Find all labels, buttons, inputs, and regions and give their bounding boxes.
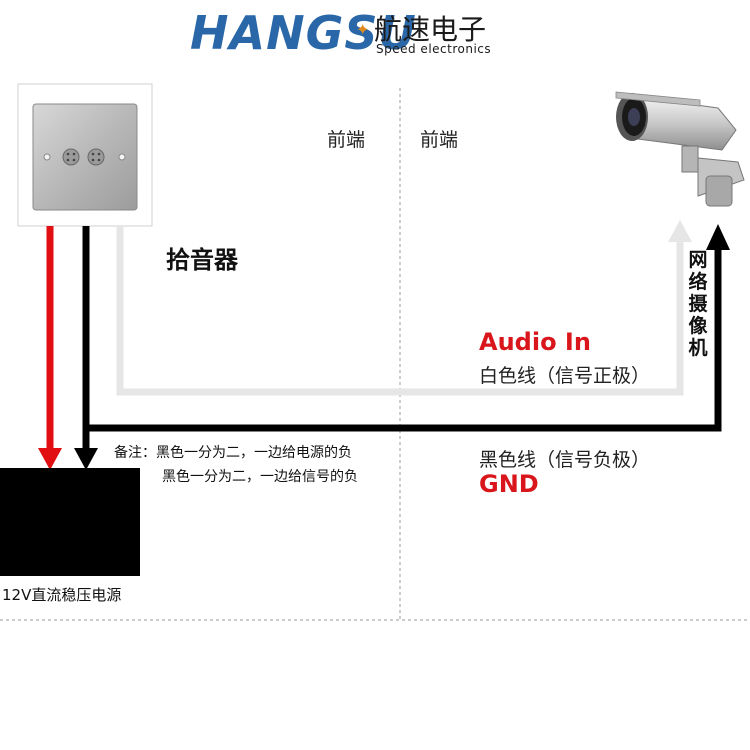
note-line-2: 黑色一分为二，一边给信号的负 <box>162 469 358 485</box>
brand-logo-english: Speed electronics <box>376 42 492 56</box>
audio-in-label: Audio In <box>479 328 591 356</box>
cctv-camera-icon <box>615 91 745 207</box>
red-wire-arrowhead <box>38 448 62 470</box>
brand-logo-word: HANGSU <box>190 6 417 60</box>
white-wire <box>116 226 684 396</box>
black-wire-label: 黑色线（信号负极） <box>479 449 651 471</box>
black-wire <box>82 226 722 432</box>
logo-star-icon: ✦ <box>356 20 370 39</box>
microphone-label: 拾音器 <box>166 246 238 274</box>
microphone-panel-icon <box>17 83 153 227</box>
power-supply-label: 12V直流稳压电源 <box>2 586 122 604</box>
black-wire-arrowhead-psu <box>74 448 98 470</box>
front-end-label-right: 前端 <box>420 129 459 151</box>
white-wire-arrowhead <box>668 220 692 242</box>
power-supply-box <box>0 468 140 576</box>
black-wire-arrowhead-camera <box>706 224 730 250</box>
note-line-1: 备注：黑色一分为二，一边给电源的负 <box>114 445 352 461</box>
camera-vertical-label: 网络摄像机 <box>688 249 708 359</box>
gnd-label: GND <box>479 470 539 498</box>
brand-logo-chinese: 航速电子 <box>374 13 487 46</box>
white-wire-label: 白色线（信号正极） <box>479 365 651 387</box>
front-end-label-left: 前端 <box>327 129 366 151</box>
